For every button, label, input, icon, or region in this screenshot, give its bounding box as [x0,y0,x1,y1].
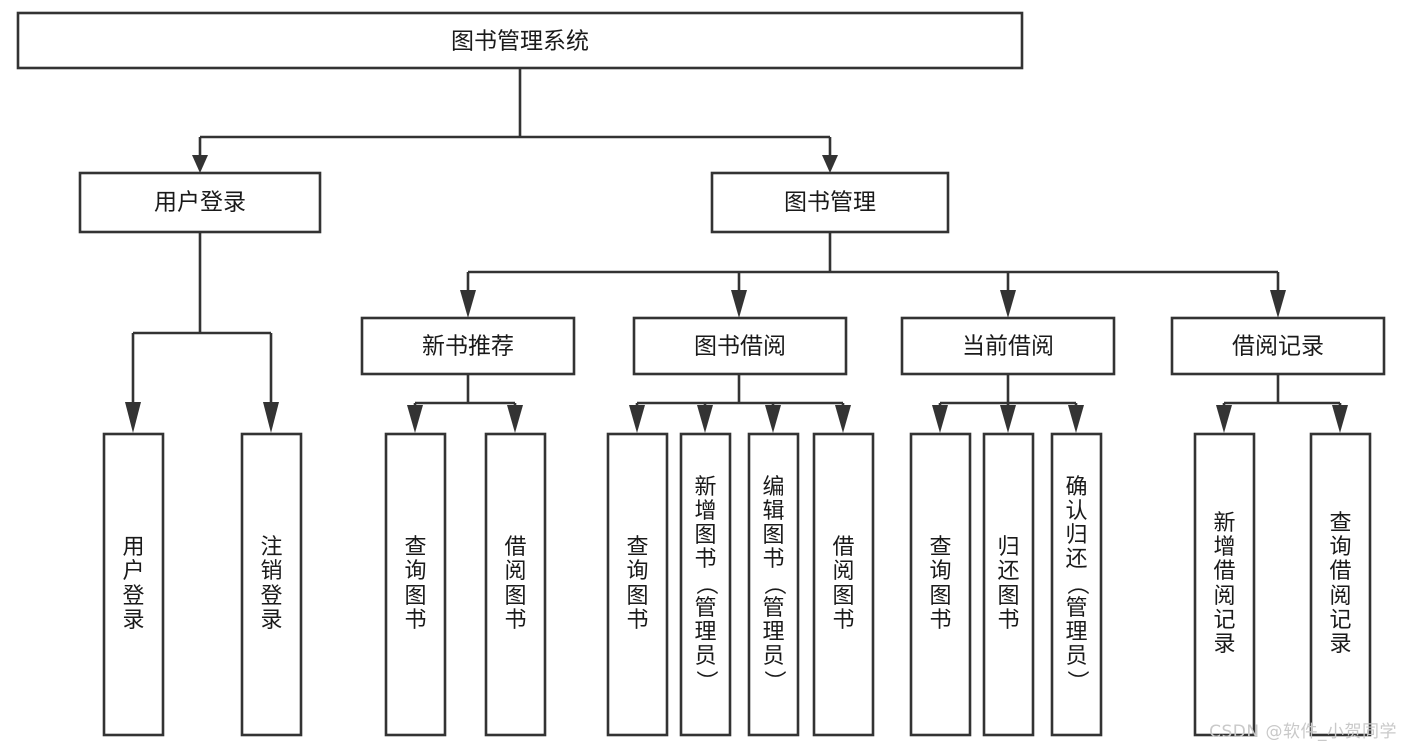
node-box-leaf-query-book-3[interactable] [909,432,972,737]
arrow-currentborrow-leaf-3 [1068,405,1084,433]
node-box-leaf-user-logout[interactable] [240,432,303,737]
arrow-root-to-user-login [192,155,208,173]
node-box-leaf-confirm-return[interactable] [1050,432,1103,737]
arrow-currentborrow-leaf-2 [1000,405,1016,433]
arrow-borrowrecord-leaf-2 [1332,405,1348,433]
arrow-bookborrow-leaf-1 [629,405,645,433]
arrow-bookmgmt-to-book-borrow [731,290,747,318]
node-box-leaf-edit-book[interactable] [747,432,800,737]
node-label-borrow-record: 借阅记录 [1232,334,1324,360]
node-box-user-login[interactable] [78,171,322,234]
node-box-current-borrow[interactable] [900,316,1116,376]
node-box-book-borrow[interactable] [632,316,848,376]
arrow-newbook-leaf-2 [507,405,523,433]
node-box-borrow-record[interactable] [1170,316,1386,376]
node-box-book-management[interactable] [710,171,950,234]
arrow-borrowrecord-leaf-1 [1216,405,1232,433]
node-box-new-book-recommend[interactable] [360,316,576,376]
arrow-newbook-leaf-1 [407,405,423,433]
node-label-book-borrow: 图书借阅 [694,334,786,360]
arrow-bookmgmt-to-borrow-record [1270,290,1286,318]
arrow-bookmgmt-to-current-borrow [1000,290,1016,318]
node-label-current-borrow: 当前借阅 [962,334,1054,360]
node-box-leaf-query-book-2[interactable] [606,432,669,737]
node-label-user-login: 用户登录 [154,190,246,216]
node-box-leaf-borrow-book-1[interactable] [484,432,547,737]
node-label-root: 图书管理系统 [451,29,589,55]
arrow-userlogin-leaf-1 [125,402,141,433]
arrow-bookborrow-leaf-3 [765,405,781,433]
node-box-leaf-query-record[interactable] [1309,432,1372,737]
arrow-bookmgmt-to-new-book-recommend [460,290,476,318]
arrow-root-to-book-management [822,155,838,173]
arrow-bookborrow-leaf-2 [697,405,713,433]
node-box-leaf-borrow-book-2[interactable] [812,432,875,737]
node-box-leaf-add-book[interactable] [679,432,732,737]
node-box-leaf-query-book-1[interactable] [384,432,447,737]
node-layer: 图书管理系统 用户登录 图书管理 新书推荐 图书借阅 当前借阅 借阅记录 [16,11,1386,737]
node-box-leaf-user-login[interactable] [102,432,165,737]
node-box-leaf-add-record[interactable] [1193,432,1256,737]
csdn-watermark: CSDN @软件_小贺同学 [1209,722,1397,742]
node-label-new-book-recommend: 新书推荐 [422,334,514,360]
arrow-bookborrow-leaf-4 [835,405,851,433]
node-box-leaf-return-book[interactable] [982,432,1035,737]
arrow-currentborrow-leaf-1 [932,405,948,433]
node-box-root[interactable] [16,11,1024,70]
connector-layer [125,68,1348,433]
arrow-userlogin-leaf-2 [263,402,279,433]
node-label-book-management: 图书管理 [784,190,876,216]
